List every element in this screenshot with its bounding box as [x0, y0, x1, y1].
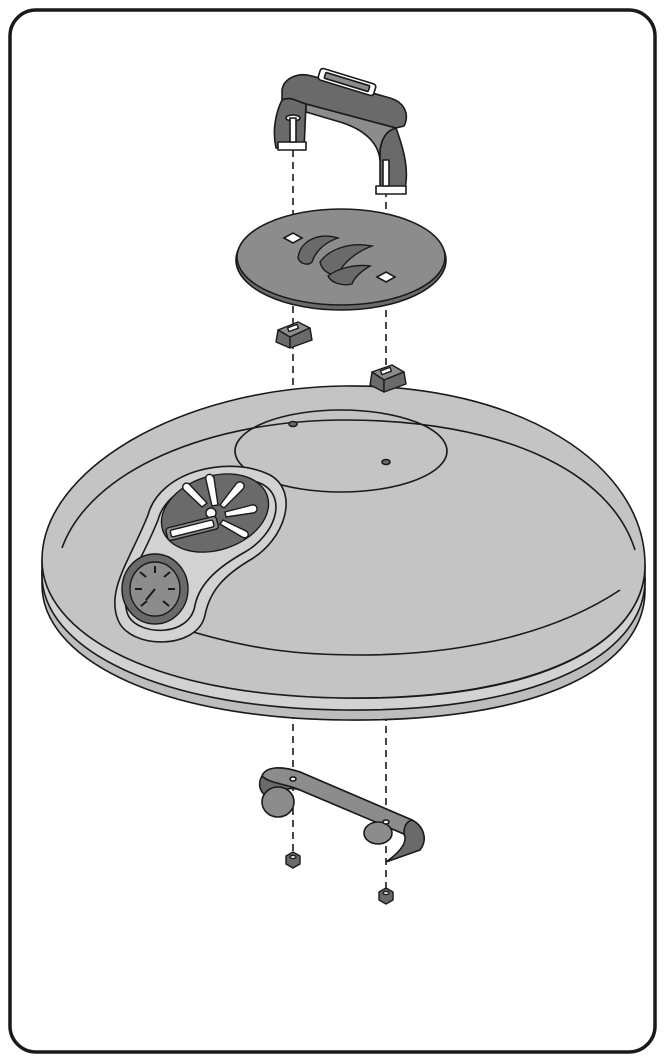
lid-inner-contour [61, 419, 636, 551]
hex-nut-icon [285, 851, 301, 869]
bracket-hole-left [289, 776, 297, 782]
disc-hole-right [375, 271, 397, 283]
bracket-hole-right [382, 819, 390, 825]
lid-top-ring [234, 409, 448, 493]
spacer-left-side [289, 327, 313, 349]
disc-plate-icon [235, 208, 447, 311]
vent-slot [204, 473, 219, 507]
handle-screw-right-shaft [382, 159, 390, 187]
vent-logo-badge-inner [169, 519, 215, 538]
vent-slot [224, 504, 258, 518]
thermometer-needle [145, 588, 156, 601]
disc-logo-stroke [297, 235, 341, 265]
handle-logo-text [323, 71, 371, 93]
nut-left-body [285, 851, 301, 869]
thermometer-tick [139, 571, 147, 578]
spacer-left-slot [286, 323, 300, 333]
handle-inner-face [305, 103, 397, 161]
lid-lower-contour [179, 589, 621, 656]
vent-slot [181, 482, 209, 508]
lid-hole-right [381, 458, 391, 466]
handle-foot-left [277, 141, 307, 151]
handle-screw-left-shaft [289, 117, 297, 143]
nut-right-body [378, 887, 394, 905]
nut-left-hole [289, 854, 297, 860]
disc-logo-stroke [327, 264, 373, 286]
vent-icon [160, 473, 270, 553]
spacer-right-slot [379, 366, 393, 376]
hex-nut-icon [378, 887, 394, 905]
thermometer-tick [140, 600, 148, 607]
nut-right-hole [382, 890, 390, 896]
handle-icon [273, 67, 408, 195]
bracket-icon [258, 767, 425, 863]
handle-foot-right [375, 185, 407, 195]
vent-slot [218, 519, 249, 539]
spacer-block-icon [275, 321, 313, 349]
thermometer-tick [162, 600, 170, 607]
thermometer-ticks [135, 566, 175, 607]
spacer-right-side [383, 371, 407, 393]
vent-slot [219, 481, 245, 509]
bracket-bumper-left [261, 786, 295, 818]
disc-hole-left [282, 232, 304, 244]
bracket-top-face [261, 767, 413, 835]
vent-slots [181, 473, 258, 539]
disc-logo [297, 235, 375, 286]
bracket-bumper-right [363, 821, 393, 845]
spacer-block-icon [369, 364, 407, 393]
thermometer-tick [163, 571, 171, 578]
thermometer-gauge-icon [121, 553, 189, 625]
disc-logo-stroke [319, 244, 375, 276]
lid-hole-left [288, 420, 298, 428]
